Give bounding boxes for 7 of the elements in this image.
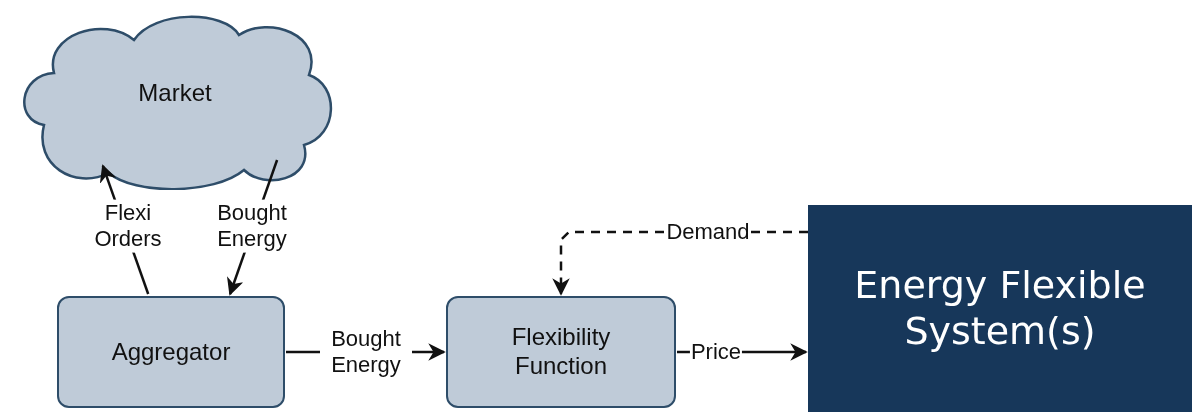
process-box (57, 296, 285, 408)
process-box (446, 296, 676, 408)
node-label: Energy Flexible System(s) (853, 262, 1147, 355)
system-box (808, 205, 1192, 412)
node-label: Aggregator (111, 337, 231, 367)
node-label: Flexibility Function (510, 323, 612, 381)
node-label: Market (138, 79, 212, 108)
